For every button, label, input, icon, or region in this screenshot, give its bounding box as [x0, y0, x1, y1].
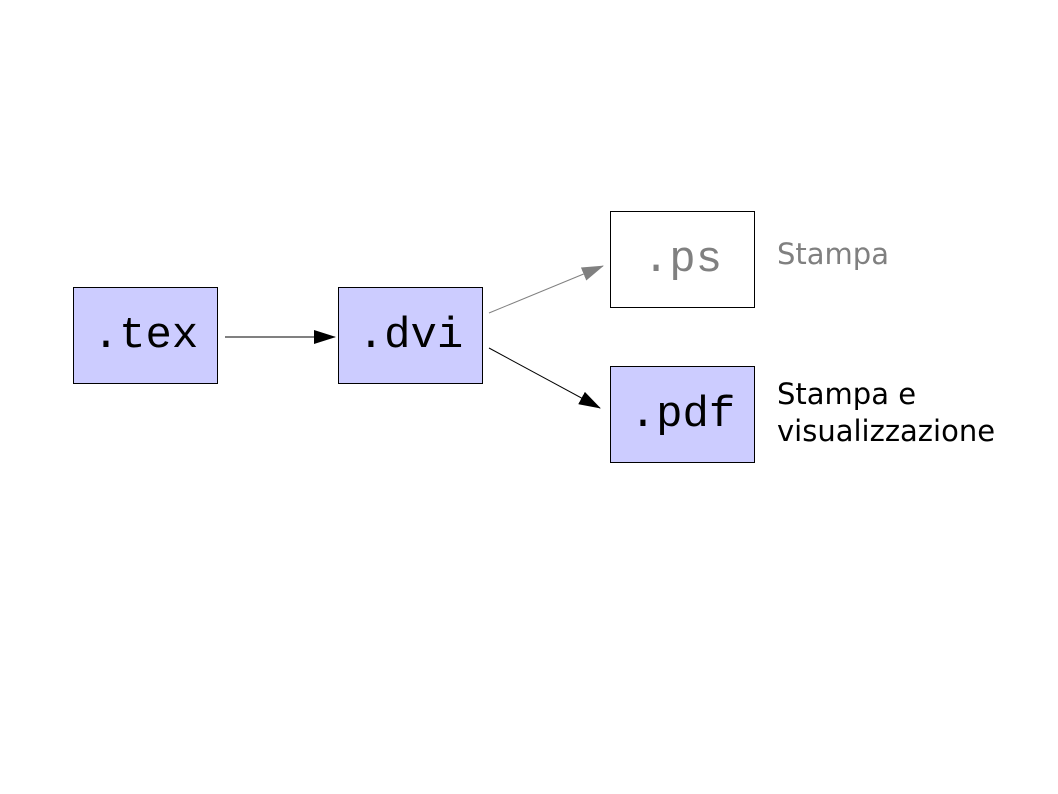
pdf-description: Stampa e visualizzazione [777, 376, 995, 450]
node-dvi-label: .dvi [357, 310, 464, 361]
arrow-dvi-to-ps [488, 265, 604, 314]
node-ps-label: .ps [642, 234, 723, 285]
node-dvi: .dvi [338, 287, 483, 384]
arrow-dvi-to-pdf [488, 347, 601, 409]
pdf-description-line2: visualizzazione [777, 414, 996, 448]
node-pdf-label: .pdf [629, 389, 736, 440]
node-tex: .tex [73, 287, 218, 384]
pdf-description-line1: Stampa e [777, 377, 917, 411]
ps-description: Stampa [777, 237, 889, 271]
node-pdf: .pdf [610, 366, 755, 463]
node-tex-label: .tex [92, 310, 199, 361]
node-ps: .ps [610, 211, 755, 308]
